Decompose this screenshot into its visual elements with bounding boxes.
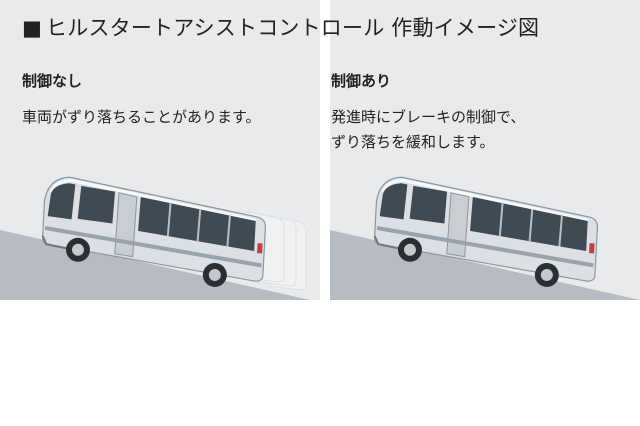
right-description: 発進時にブレーキの制御で、 ずり落ちを緩和します。 (331, 105, 631, 155)
left-caption: 制御なし 車両がずり落ちることがあります。 (22, 70, 322, 130)
left-description: 車両がずり落ちることがあります。 (22, 108, 261, 126)
scene-with-control (330, 160, 640, 300)
panel-divider (320, 0, 330, 300)
right-heading: 制御あり (331, 72, 392, 90)
page-title: ■ヒルスタートアシストコントロール 作動イメージ図 (22, 12, 539, 42)
scene-without-control (0, 160, 310, 300)
title-marker: ■ (22, 16, 43, 40)
scene-right-svg (330, 160, 640, 300)
title-text: ヒルスタートアシストコントロール 作動イメージ図 (46, 16, 540, 40)
right-description-line2: ずり落ちを緩和します。 (331, 133, 495, 151)
right-caption: 制御あり 発進時にブレーキの制御で、 ずり落ちを緩和します。 (331, 70, 631, 155)
right-description-line1: 発進時にブレーキの制御で、 (331, 108, 526, 126)
scene-left-svg (0, 160, 310, 300)
left-heading: 制御なし (22, 72, 83, 90)
